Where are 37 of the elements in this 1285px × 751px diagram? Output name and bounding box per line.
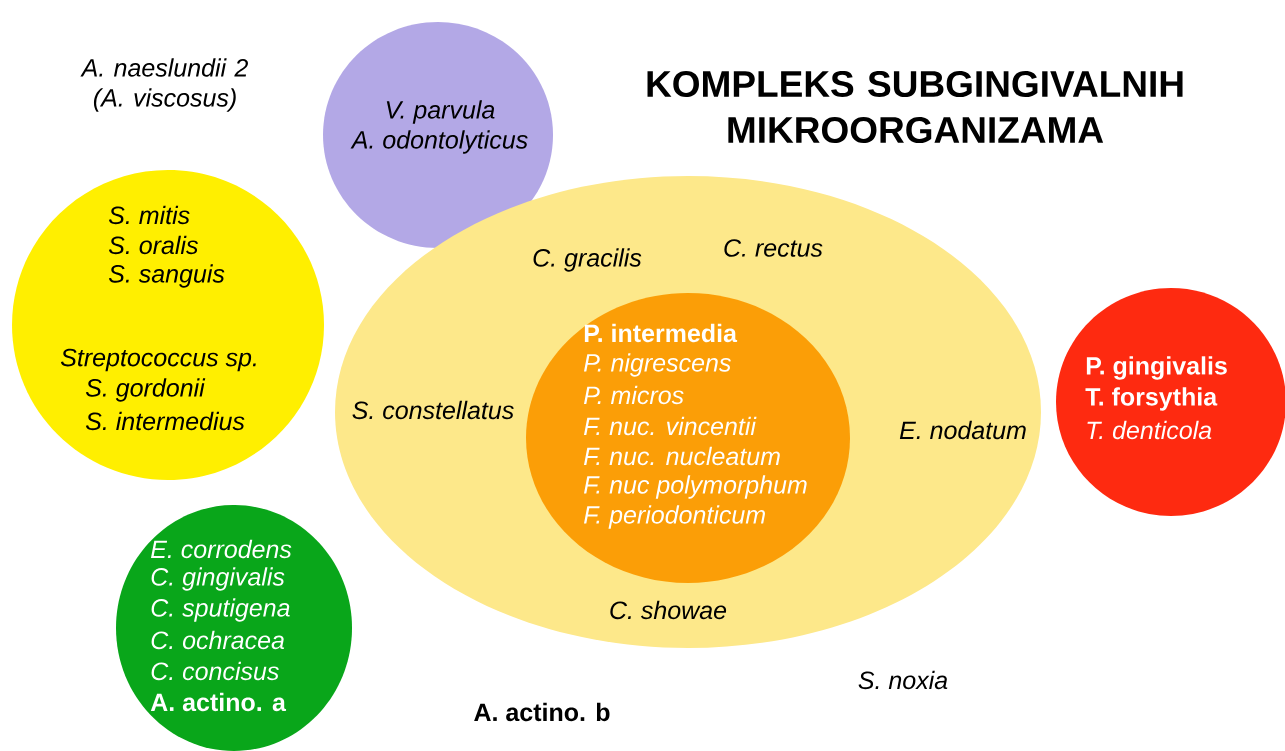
species-name: S. noxia xyxy=(858,670,948,690)
species-name: V. parvula xyxy=(386,100,495,124)
species-name: S. intermedius xyxy=(85,411,245,431)
species-name: S. mitis xyxy=(108,205,190,225)
species-name: F. nuc. nucleatum xyxy=(584,446,780,466)
species-name: C. gracilis xyxy=(533,248,642,272)
species-name: A. actino. b xyxy=(474,702,610,722)
species-circle xyxy=(116,505,352,751)
species-name: A. odontolyticus xyxy=(350,130,528,154)
species-name: P. micros xyxy=(584,385,684,405)
species-name: F. periodonticum xyxy=(584,505,765,529)
species-name: S. sanguis xyxy=(108,264,225,288)
species-name: F. nuc. vincentii xyxy=(584,416,757,436)
species-name: P. nigrescens xyxy=(584,353,731,377)
species-name: C. showae xyxy=(610,600,727,620)
species-name: Streptococcus sp. xyxy=(60,348,256,372)
species-name: P. gingivalis xyxy=(1086,356,1227,380)
species-name: S. gordonii xyxy=(85,378,206,402)
species-name: C. gingivalis xyxy=(151,567,285,591)
species-name: S. oralis xyxy=(108,235,198,255)
species-name: E. corrodens xyxy=(151,539,292,559)
species-circle xyxy=(526,293,850,583)
species-name: A. actino. a xyxy=(150,692,287,712)
species-name: A. naeslundii 2 (A. viscosus) xyxy=(80,58,248,112)
species-name: C. sputigena xyxy=(151,598,290,622)
species-circle xyxy=(12,170,324,480)
species-name: F. nuc polymorphum xyxy=(584,475,807,499)
species-name: T. forsythia xyxy=(1085,387,1218,411)
species-circle xyxy=(323,22,553,248)
species-name: T. denticola xyxy=(1087,420,1212,440)
species-name: E. nodatum xyxy=(899,420,1026,440)
species-name: C. concisus xyxy=(151,661,279,681)
species-name: P. intermedia xyxy=(584,323,738,343)
species-name: C. rectus xyxy=(724,239,823,257)
title: KOMPLEKS SUBGINGIVALNIH MIKROORGANIZAMA xyxy=(647,70,1183,144)
species-name: C. ochracea xyxy=(151,630,285,650)
species-name: S. constellatus xyxy=(352,400,514,420)
